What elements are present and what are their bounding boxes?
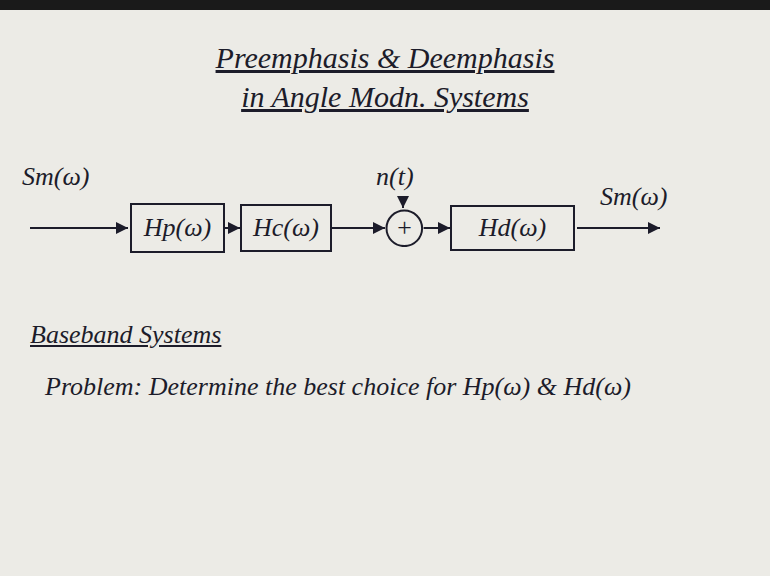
- output-arrow: [577, 227, 660, 229]
- node-text: +: [396, 214, 414, 243]
- noise-label: n(t): [376, 160, 414, 194]
- node-text: Hp(ω): [144, 214, 211, 243]
- title: Preemphasis & Deemphasis in Angle Modn. …: [207, 38, 563, 116]
- node-text: Hd(ω): [479, 214, 546, 243]
- filter-box: Hc(ω): [240, 204, 332, 252]
- circle-shape: [387, 210, 423, 246]
- filter-box: Hd(ω): [450, 205, 575, 251]
- problem-statement: Problem: Determine the best choice for H…: [45, 370, 680, 404]
- filter-box: Hp(ω): [130, 203, 225, 253]
- output-signal-label: Sm(ω): [600, 180, 667, 214]
- signal-arrow: [225, 227, 240, 229]
- signal-arrow: [332, 227, 385, 229]
- input-signal-label: Sm(ω): [22, 160, 89, 194]
- noise-arrow: [402, 198, 404, 208]
- top-strip: [0, 0, 770, 10]
- summing-junction: +: [385, 209, 424, 248]
- node-text: Hc(ω): [253, 214, 319, 243]
- signal-arrow: [424, 227, 450, 229]
- section-heading: Baseband Systems: [30, 318, 221, 352]
- input-arrow: [30, 227, 128, 229]
